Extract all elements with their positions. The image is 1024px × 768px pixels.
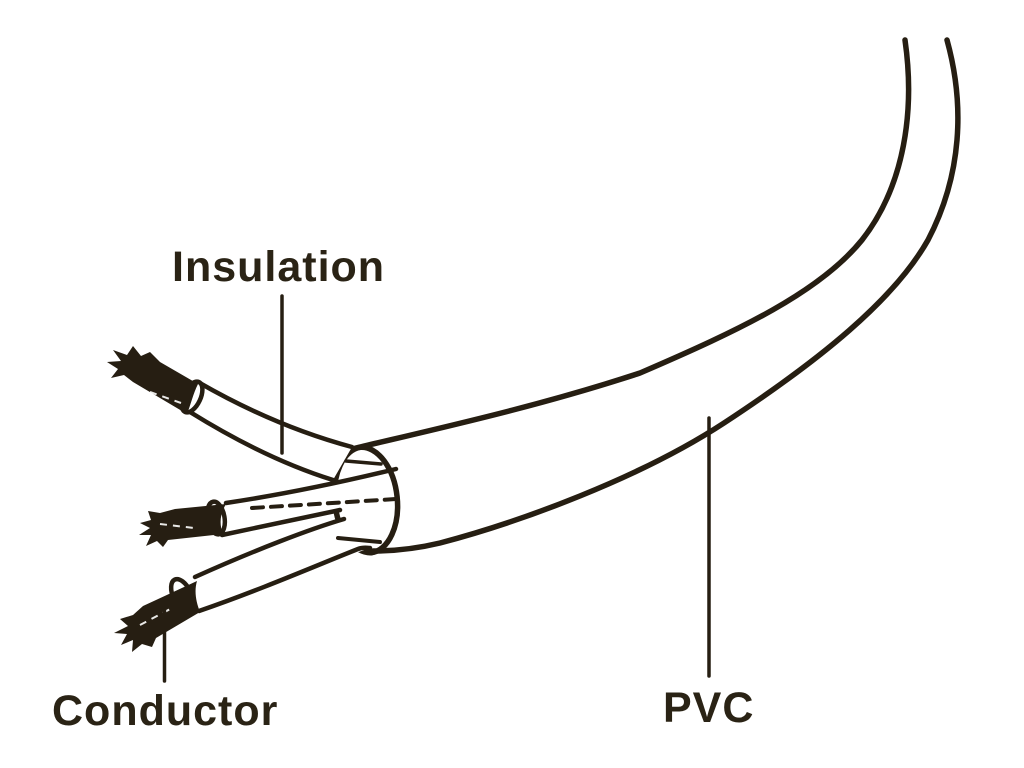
- wire-bottom-lower-edge: [196, 545, 373, 614]
- wire-top: [107, 346, 355, 483]
- cut-face-inner-chord-top: [344, 459, 383, 466]
- insulation-label: Insulation: [172, 243, 386, 291]
- jacket-cut-face-right-rim: [357, 444, 401, 556]
- wire-bottom-conductor-strands: [139, 606, 175, 626]
- wire-bottom: [114, 516, 373, 652]
- wire-middle: [139, 466, 399, 547]
- wire-middle-insulation: [222, 469, 397, 535]
- wire-top-conductor-strands: [149, 391, 182, 404]
- cut-face-inner-chord-bottom: [336, 536, 382, 544]
- wire-top-insulation: [190, 382, 352, 480]
- wire-bottom-upper-edge: [192, 516, 347, 580]
- conductor-label: Conductor: [52, 687, 279, 735]
- wire-middle-lower-edge: [219, 507, 343, 538]
- wire-middle-seam-line: [250, 497, 398, 510]
- wire-top-conductor: [107, 346, 198, 414]
- wire-top-upper-edge: [195, 379, 355, 450]
- pvc-label: PVC: [663, 684, 755, 732]
- wire-middle-conductor: [139, 504, 226, 547]
- pvc-jacket: [331, 37, 961, 554]
- wire-middle-conductor-strands: [159, 523, 195, 529]
- pvc-jacket-body: [331, 40, 958, 554]
- wire-middle-upper-edge: [223, 466, 399, 506]
- pvc-jacket-lower-edge: [370, 37, 961, 554]
- wire-bottom-insulation: [195, 519, 370, 611]
- wire-top-lower-edge: [187, 409, 336, 483]
